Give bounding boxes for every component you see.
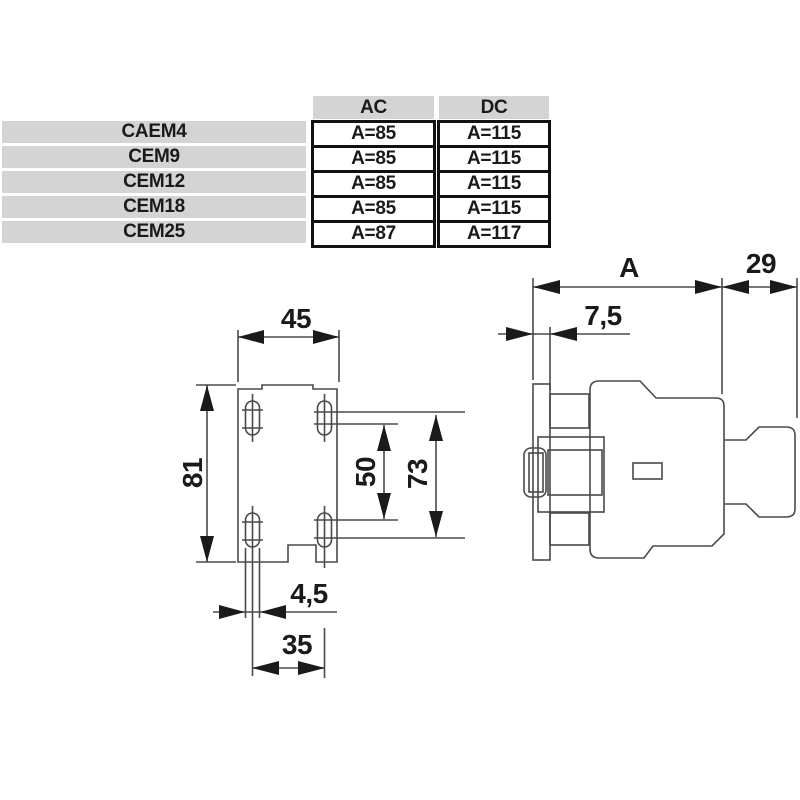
bottom-flange <box>549 512 590 546</box>
slot-centerline <box>251 394 326 678</box>
coil-window <box>632 462 663 480</box>
clip-window <box>547 449 603 496</box>
top-flange <box>549 393 590 429</box>
clip-tab <box>523 447 547 498</box>
arrow-down-icon <box>429 511 443 537</box>
dc-value-cell: A=117 <box>437 220 551 248</box>
dim-label-slot-width: 4,5 <box>290 578 328 609</box>
table-header-dc: DC <box>439 96 549 119</box>
arrow-right-icon <box>219 605 245 619</box>
arrow-right-icon <box>770 280 797 294</box>
arrow-left-icon <box>260 605 286 619</box>
dim-label-slot-spacing: 35 <box>281 629 313 660</box>
arrow-left-icon <box>722 280 749 294</box>
dc-value-cell: A=115 <box>437 195 551 223</box>
plate-outline <box>237 384 338 563</box>
dc-value-cell: A=115 <box>437 120 551 148</box>
side-view <box>498 278 798 561</box>
arrow-right-icon <box>506 327 533 341</box>
dim-label-hole-outer: 73 <box>402 458 433 490</box>
model-row-band: CEM12 <box>2 171 306 193</box>
dim-label-rear-depth: 29 <box>745 248 777 279</box>
dim-81-lines <box>196 384 236 563</box>
table-header-ac: AC <box>313 96 434 119</box>
dim-label-depth: A <box>619 252 639 283</box>
dim-label-height: 81 <box>177 457 208 489</box>
arrow-up-icon <box>429 415 443 441</box>
front-view <box>196 330 465 678</box>
model-row-band: CEM18 <box>2 196 306 218</box>
dim-label-width: 45 <box>280 303 312 334</box>
front-plate <box>532 383 551 561</box>
model-row-band: CEM25 <box>2 221 306 243</box>
arrow-down-icon <box>377 493 391 519</box>
slot-edge-extension <box>244 548 261 618</box>
slot-chord-lines <box>242 409 465 541</box>
arrow-left-icon <box>550 327 577 341</box>
clip-tab-inner <box>528 452 544 493</box>
arrow-right-icon <box>313 330 339 344</box>
arrow-right-icon <box>298 661 325 675</box>
dim-A-29-line <box>532 278 798 418</box>
rear-plug-outline <box>724 426 796 518</box>
arrowheads-front <box>200 330 443 675</box>
arrow-right-icon <box>695 280 722 294</box>
clip-block <box>537 436 605 513</box>
model-row-band: CAEM4 <box>2 121 306 143</box>
arrowheads-side <box>506 280 797 341</box>
arrow-left-icon <box>252 661 279 675</box>
arrow-up-icon <box>200 385 214 411</box>
model-row-band: CEM9 <box>2 146 306 168</box>
arrow-left-icon <box>533 280 560 294</box>
ac-value-cell: A=87 <box>311 220 436 248</box>
dim-label-hole-inner: 50 <box>350 456 381 488</box>
dim-label-plate-offset: 7,5 <box>584 300 622 331</box>
housing-outline <box>589 380 725 559</box>
arrow-left-icon <box>238 330 264 344</box>
arrow-up-icon <box>377 425 391 451</box>
arrow-down-icon <box>200 536 214 562</box>
